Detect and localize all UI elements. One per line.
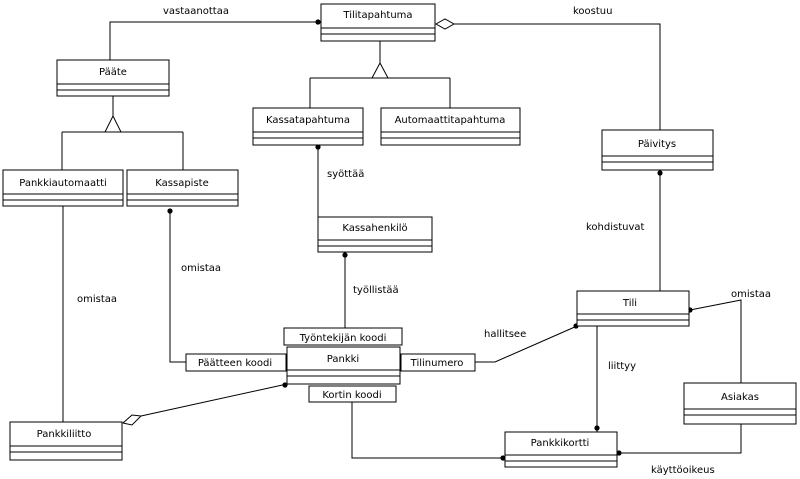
class-name: Kassahenkilö: [342, 223, 407, 234]
qualifier-kortin-koodi[interactable]: Kortin koodi: [308, 385, 397, 403]
label-tyollistaa: työllistää: [353, 285, 399, 296]
generalization-tilitapahtuma: [309, 41, 451, 108]
label-vastaanottaa: vastaanottaa: [163, 6, 229, 17]
class-tilitapahtuma[interactable]: Tilitapahtuma: [320, 3, 436, 42]
class-paivitys[interactable]: Päivitys: [601, 129, 714, 171]
class-name: Kassatapahtuma: [266, 115, 350, 126]
class-pankki[interactable]: Pankki: [286, 346, 401, 385]
class-name: Kassapiste: [155, 178, 208, 189]
class-name: Automaattitapahtuma: [395, 115, 506, 126]
class-name: Asiakas: [721, 392, 759, 403]
assoc-omistaa-tili: [689, 299, 742, 383]
qualifier-label: Kortin koodi: [322, 390, 381, 401]
class-asiakas[interactable]: Asiakas: [683, 382, 797, 425]
assoc-omistaa-kassapiste: [169, 211, 186, 363]
label-omistaa-pankkiautomaatti: omistaa: [77, 294, 117, 305]
class-pankkiliitto[interactable]: Pankkiliitto: [9, 421, 123, 461]
qualifier-tilinumero[interactable]: Tilinumero: [400, 353, 476, 372]
qualifier-label: Tilinumero: [410, 358, 464, 369]
class-tili[interactable]: Tili: [576, 290, 690, 327]
class-paate[interactable]: Pääte: [56, 59, 170, 97]
class-pankkikortti[interactable]: Pankkikortti: [504, 431, 618, 468]
label-kohdistuvat: kohdistuvat: [586, 222, 645, 233]
class-kassahenkilo[interactable]: Kassahenkilö: [317, 216, 433, 253]
generalization-paate: [61, 96, 184, 170]
class-name: Tili: [622, 298, 637, 309]
assoc-vastaanottaa: [109, 21, 321, 60]
qualifier-label: Työntekijän koodi: [299, 333, 387, 344]
class-name: Pankki: [327, 354, 359, 365]
class-name: Päivitys: [638, 139, 676, 150]
label-omistaa-kassapiste: omistaa: [181, 263, 221, 274]
class-name: Pankkiautomaatti: [19, 178, 107, 189]
class-kassapiste[interactable]: Kassapiste: [126, 169, 239, 207]
qualifier-paatteen-koodi[interactable]: Päätteen koodi: [185, 353, 287, 372]
label-liittyy: liittyy: [608, 361, 636, 372]
assoc-kayttooikeus: [617, 424, 742, 454]
qualifier-tyontekijan-koodi[interactable]: Työntekijän koodi: [283, 327, 403, 346]
class-name: Tilitapahtuma: [342, 10, 412, 21]
class-name: Pankkiliitto: [37, 429, 92, 440]
qualifier-label: Päätteen koodi: [198, 358, 272, 369]
class-name: Pääte: [99, 67, 127, 78]
class-automaattitapahtuma[interactable]: Automaattitapahtuma: [380, 107, 521, 146]
assoc-hallitsee: [475, 325, 578, 363]
label-syottaa: syöttää: [327, 169, 364, 180]
class-name: Pankkikortti: [531, 438, 590, 449]
assoc-kortin-koodi: [351, 402, 505, 459]
class-pankkiautomaatti[interactable]: Pankkiautomaatti: [2, 169, 124, 207]
label-omistaa-tili: omistaa: [731, 289, 771, 300]
label-koostuu: koostuu: [573, 6, 612, 17]
class-kassatapahtuma[interactable]: Kassatapahtuma: [252, 107, 364, 146]
assoc-pankkiliitto-pankki: [121, 383, 288, 426]
label-hallitsee: hallitsee: [484, 329, 526, 340]
label-kayttooikeus: käyttöoikeus: [651, 465, 715, 476]
assoc-koostuu: [434, 18, 661, 130]
